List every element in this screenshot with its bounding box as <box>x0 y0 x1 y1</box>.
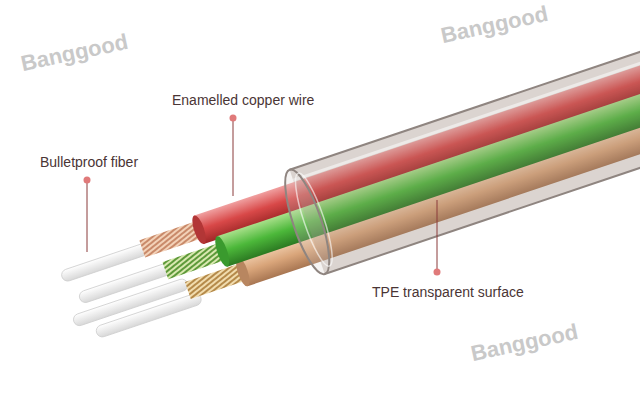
part-label: Bulletproof fiber <box>40 154 138 170</box>
part-label: Enamelled copper wire <box>172 92 314 108</box>
part-label: TPE transparent surface <box>372 284 524 300</box>
watermark: Banggood <box>438 1 550 49</box>
watermark: Banggood <box>18 29 130 77</box>
watermark: Banggood <box>468 319 580 367</box>
